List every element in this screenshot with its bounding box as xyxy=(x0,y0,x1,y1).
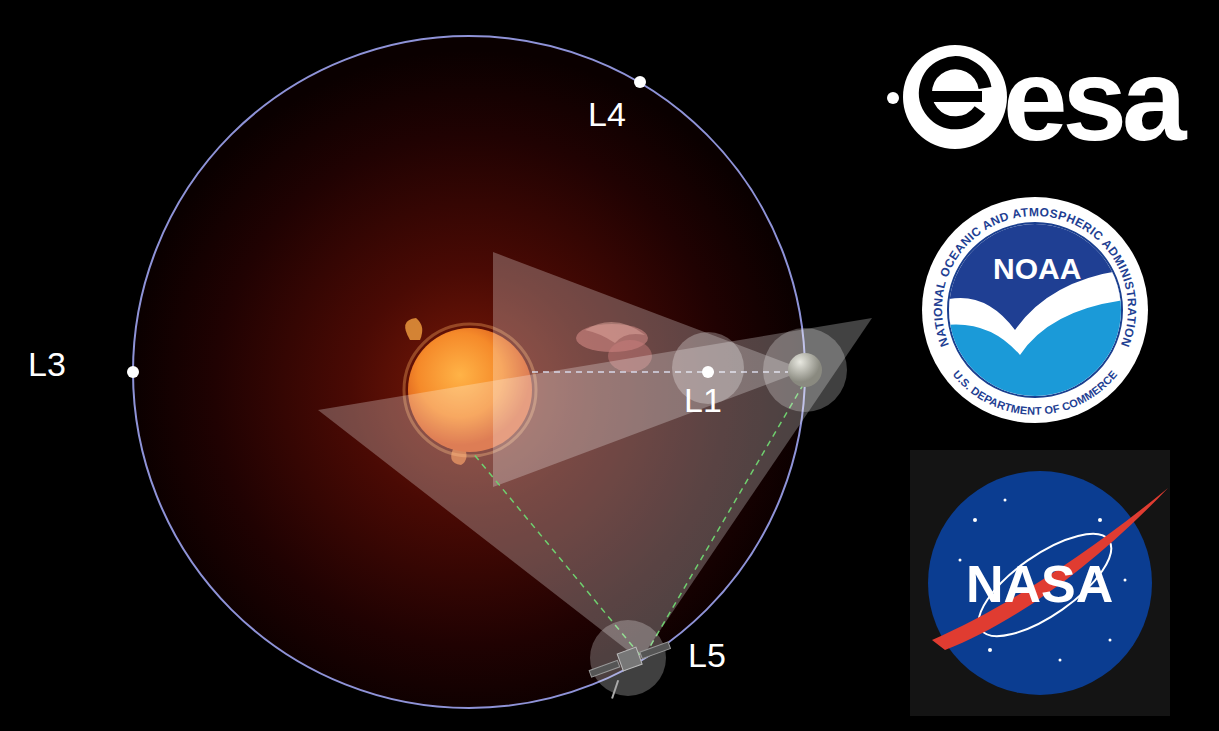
logo-text: NOAA xyxy=(993,254,1081,284)
spacecraft xyxy=(587,636,680,702)
l3-point xyxy=(127,366,139,378)
logo-arc-text: U.S. DEPARTMENT OF COMMERCE xyxy=(951,368,1119,417)
noaa-logo xyxy=(922,197,1148,423)
lagrange-label: L4 xyxy=(588,97,626,131)
logo-text: NASA xyxy=(966,558,1113,610)
lagrange-label: L5 xyxy=(688,638,726,672)
esa-logo xyxy=(887,45,1007,149)
logo-arc-text: NATIONAL OCEANIC AND ATMOSPHERIC ADMINIS… xyxy=(931,205,1139,349)
logo-text: esa xyxy=(1003,42,1182,158)
lagrange-label: L3 xyxy=(28,347,66,381)
earth xyxy=(788,353,822,387)
logo-arc-text: NATIONAL OCEANIC AND ATMOSPHERIC ADMINIS… xyxy=(931,205,1139,349)
nasa-logo xyxy=(910,450,1170,716)
l5-earth-line xyxy=(645,385,803,655)
l1-point xyxy=(702,366,714,378)
sun-earth-line xyxy=(532,371,788,373)
earth-orbit xyxy=(133,36,805,708)
logo-arc-text: U.S. DEPARTMENT OF COMMERCE xyxy=(951,368,1119,417)
l5-field-of-view xyxy=(318,318,872,660)
l4-point xyxy=(634,76,646,88)
l5-halo xyxy=(590,620,666,696)
lagrange-label: L1 xyxy=(684,383,722,417)
earth-halo xyxy=(763,328,847,412)
sun-glow xyxy=(133,36,805,708)
